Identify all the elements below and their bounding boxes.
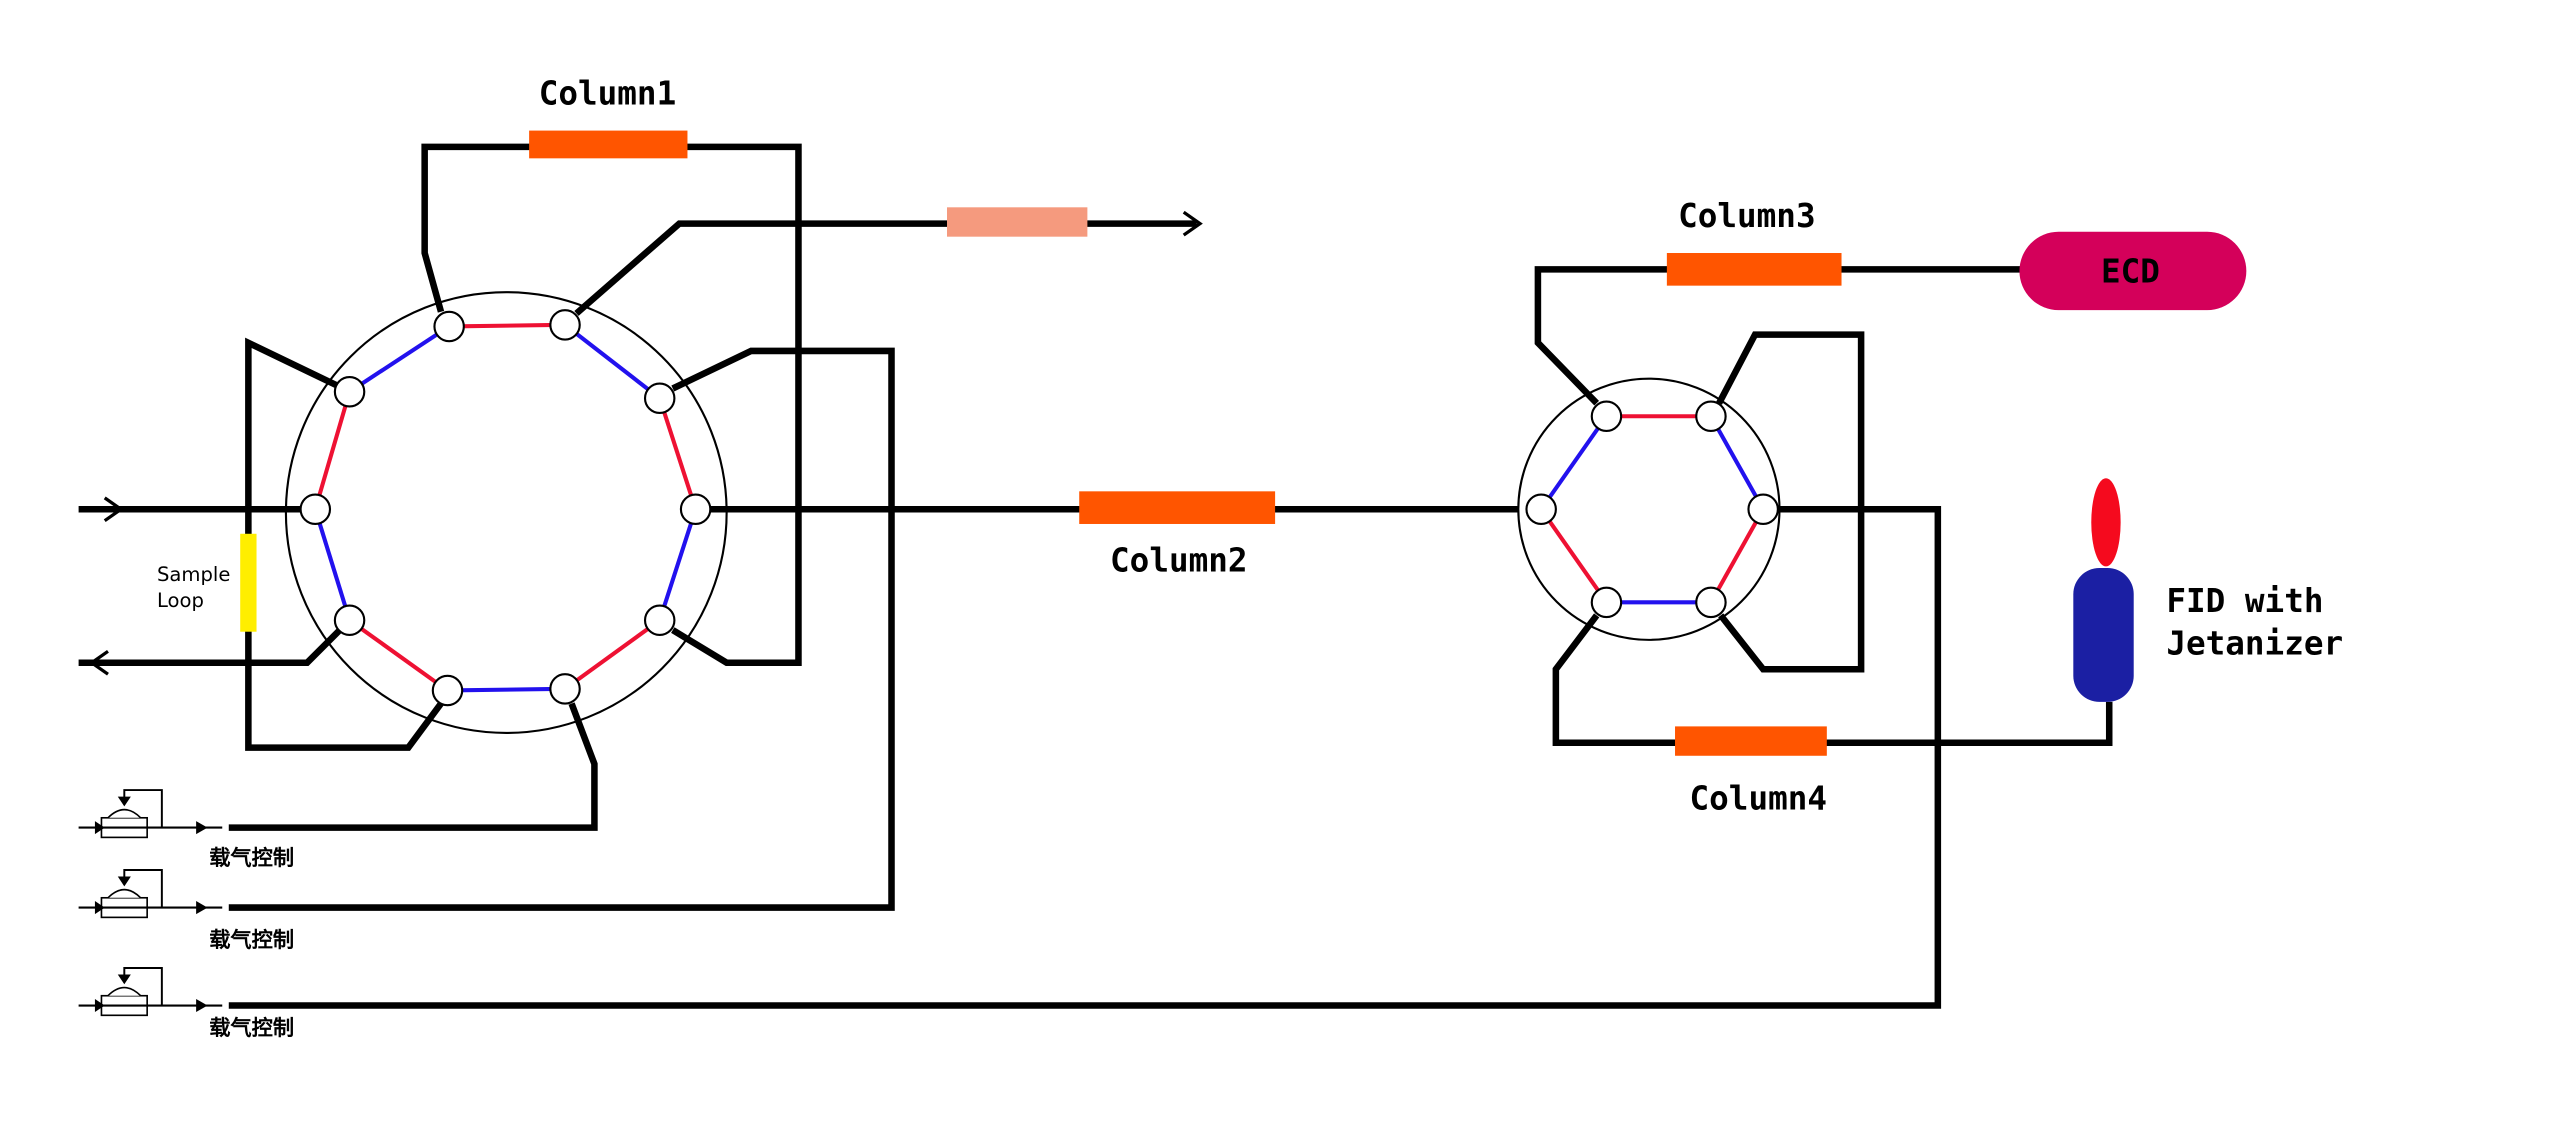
carrier-gas-regulator-icon[interactable]	[78, 966, 223, 1017]
fid-label-2: Jetanizer	[2166, 625, 2343, 663]
column3-label: Column3	[1678, 197, 1816, 235]
valve1-ports	[299, 309, 712, 707]
fid-flame-icon	[2091, 478, 2121, 567]
sample-loop[interactable]	[240, 533, 257, 632]
sample-loop-label-2: Loop	[157, 589, 204, 612]
carrier-control-label: 载气控制	[209, 845, 294, 871]
ecd-detector[interactable]	[2019, 231, 2247, 311]
carrier-gas-regulator-icon[interactable]	[78, 789, 223, 839]
ten-port-valve[interactable]	[284, 291, 728, 734]
column2-label: Column2	[1110, 541, 1248, 579]
vent-restrictor[interactable]	[947, 207, 1088, 237]
vent-arrow-icon	[1182, 210, 1203, 237]
inlet-arrow-icon	[103, 496, 124, 523]
carrier-control-label: 载气控制	[209, 927, 294, 953]
outlet-arrow-icon	[88, 649, 109, 676]
fid-detector[interactable]	[2073, 568, 2134, 702]
column3[interactable]	[1666, 253, 1842, 286]
column1-label: Column1	[539, 74, 677, 112]
column2[interactable]	[1079, 491, 1276, 524]
carrier-control-label: 载气控制	[209, 1015, 294, 1041]
sample-loop-label: Sample	[157, 563, 230, 586]
column1[interactable]	[529, 130, 688, 159]
ecd-label: ECD	[2101, 252, 2160, 290]
carrier-gas-regulator-icon[interactable]	[78, 869, 223, 919]
column4-label: Column4	[1690, 780, 1828, 818]
column4[interactable]	[1675, 726, 1827, 756]
fid-label: FID with	[2166, 582, 2323, 620]
six-port-valve[interactable]	[1517, 377, 1781, 641]
